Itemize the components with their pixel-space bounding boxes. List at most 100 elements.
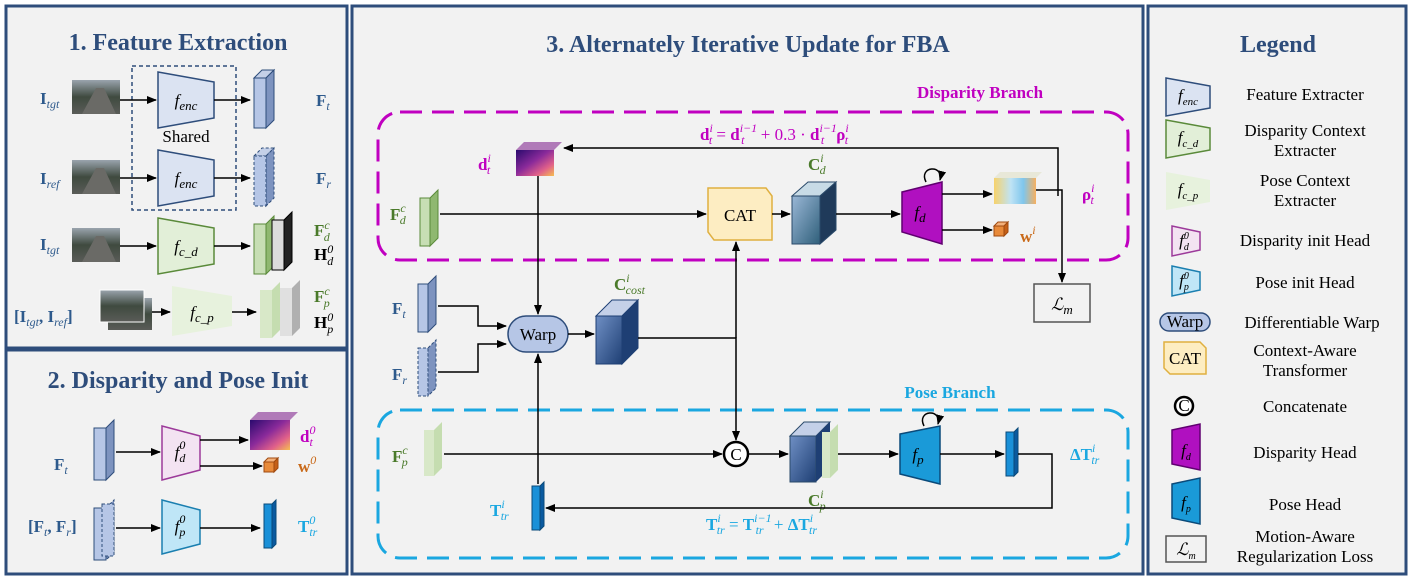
disparity-map-dti xyxy=(516,142,562,176)
fd0-block xyxy=(161,425,201,481)
out-Ft: Ft xyxy=(316,91,330,113)
cube-Cp xyxy=(788,421,838,483)
svg-text:fd: fd xyxy=(1181,441,1192,463)
delta-pose-bar xyxy=(1005,426,1019,478)
cube-Cd xyxy=(790,180,838,246)
legend-label-7: Concatenate xyxy=(1263,397,1347,416)
f-enc-2: fenc xyxy=(175,169,198,191)
panel-update xyxy=(350,4,1145,576)
svg-text:Warp: Warp xyxy=(1167,312,1203,331)
cube-Ccost xyxy=(594,298,640,366)
legend-symbol-fd: fd xyxy=(1171,423,1201,471)
feature-map-Fpc xyxy=(260,280,300,338)
update-feature-Fdc xyxy=(419,188,439,248)
encoder-block-2 xyxy=(157,149,215,207)
disparity-branch-frame xyxy=(376,110,1130,262)
f-cp: fc_p xyxy=(190,303,214,325)
update-feature-Fpc xyxy=(424,422,442,476)
fd-label: fd xyxy=(914,203,926,225)
input-tgt-label: Itgt xyxy=(40,89,60,111)
sym-Ft: Ft xyxy=(392,299,406,321)
encoder-block-1 xyxy=(157,71,215,129)
legend-symbol-fcd: fc_d xyxy=(1165,119,1211,159)
out-w0: w0 xyxy=(298,453,316,476)
shared-label: Shared xyxy=(162,127,210,146)
road-image-3 xyxy=(72,228,120,262)
legend-label-6b: Transformer xyxy=(1263,361,1348,380)
init-feature-pair xyxy=(93,498,115,562)
out-Fr: Fr xyxy=(316,169,331,191)
init-pose-bar xyxy=(263,498,277,550)
pose-branch-frame xyxy=(376,408,1130,560)
warp-label: Warp xyxy=(520,325,556,344)
svg-text:f0d: f0d xyxy=(1179,231,1190,253)
init-feature-Ft xyxy=(93,418,115,482)
sym-wi: wi xyxy=(1020,223,1036,246)
fp0-block xyxy=(161,499,201,555)
init-weight-cube xyxy=(262,456,280,474)
title-feature-extraction: 1. Feature Extraction xyxy=(69,30,288,56)
fp-label: fp xyxy=(912,445,924,467)
init-in-Ft: Ft xyxy=(54,455,68,477)
pose-bar-Ttr xyxy=(531,480,545,532)
sym-Fr: Fr xyxy=(392,365,407,387)
feature-map-Fr xyxy=(252,146,276,208)
weight-cube-wi xyxy=(992,220,1010,238)
input-tgt2-label: Itgt xyxy=(40,235,60,257)
cat-label: CAT xyxy=(724,206,757,225)
legend-symbol-fp: fp xyxy=(1171,477,1201,525)
legend-label-3: Disparity init Head xyxy=(1240,231,1371,250)
legend-symbol-cat: CAT xyxy=(1163,341,1207,375)
legend-label-5: Differentiable Warp xyxy=(1244,313,1379,332)
road-image-2 xyxy=(72,160,120,194)
legend-symbol-loss: ℒm xyxy=(1165,535,1207,563)
legend-label-9: Pose Head xyxy=(1269,495,1342,514)
update-feature-Fr xyxy=(417,338,437,398)
legend-label-8: Disparity Head xyxy=(1253,443,1357,462)
svg-text:C: C xyxy=(1178,396,1189,415)
concat-label: C xyxy=(730,445,741,464)
road-image-4 xyxy=(99,289,152,330)
confidence-map-rho xyxy=(994,172,1042,204)
pose-branch-label: Pose Branch xyxy=(904,383,996,402)
f-enc-1: fenc xyxy=(175,91,198,113)
legend-label-1a: Disparity Context xyxy=(1244,121,1366,140)
shared-box xyxy=(131,65,237,211)
svg-text:fp: fp xyxy=(1181,493,1191,515)
init-disparity-map xyxy=(250,412,298,450)
update-arrows xyxy=(438,144,1066,512)
legend-label-6a: Context-Aware xyxy=(1253,341,1356,360)
f-cd: fc_d xyxy=(174,237,198,259)
legend-label-4: Pose init Head xyxy=(1255,273,1355,292)
init-in-pair: [Ft, Fr] xyxy=(28,517,77,539)
legend-label-2b: Extracter xyxy=(1274,191,1337,210)
legend-label-1b: Extracter xyxy=(1274,141,1337,160)
loss-block xyxy=(1033,283,1091,323)
feature-map-Fdc xyxy=(253,210,293,276)
context-d-block xyxy=(157,217,215,275)
cat-block xyxy=(707,187,773,241)
feature-map-Ft xyxy=(252,68,276,130)
input-pair-label: [Itgt, Iref] xyxy=(14,307,73,329)
legend-symbol-warp: Warp xyxy=(1159,312,1211,332)
fp-head xyxy=(899,425,941,485)
